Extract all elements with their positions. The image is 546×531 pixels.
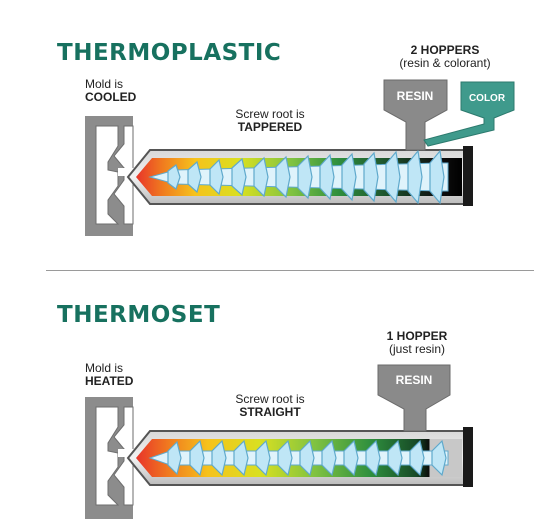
mold-icon	[85, 116, 134, 236]
section-divider	[46, 270, 534, 271]
hopper-label-line2: (just resin)	[388, 342, 445, 356]
screw-icon	[148, 149, 449, 205]
thermoplastic-diagram: RESIN COLOR	[85, 79, 515, 236]
thermoset-hopper-label: 1 HOPPER (just resin)	[362, 330, 472, 356]
screw-label-line1: Screw root is	[235, 107, 305, 121]
thermoplastic-title: THERMOPLASTIC	[57, 40, 282, 66]
thermoset-mold-label: Mold is HEATED	[85, 362, 133, 388]
hopper-label-line1: 1 HOPPER	[386, 329, 448, 343]
color-hopper-label: COLOR	[469, 93, 506, 104]
thermoplastic-mold-label: Mold is COOLED	[85, 78, 136, 104]
screw-label-line2: STRAIGHT	[239, 405, 301, 419]
barrel-end-cap	[463, 427, 473, 487]
hopper-label-line1: 2 HOPPERS	[410, 43, 480, 57]
mold-label-line2: COOLED	[85, 90, 137, 104]
resin-hopper-label: RESIN	[396, 373, 433, 387]
screw-icon	[148, 439, 449, 477]
resin-hopper-icon: RESIN	[377, 364, 451, 432]
mold-icon	[85, 397, 134, 519]
screw-label-line2: TAPPERED	[237, 120, 303, 134]
mold-label-line1: Mold is	[85, 361, 124, 375]
hopper-label-line2: (resin & colorant)	[399, 56, 491, 70]
mold-label-line1: Mold is	[85, 77, 124, 91]
resin-hopper-label: RESIN	[397, 89, 434, 103]
color-hopper-icon: COLOR	[423, 81, 515, 147]
thermoset-diagram: RESIN	[85, 364, 473, 519]
thermoplastic-hopper-label: 2 HOPPERS (resin & colorant)	[380, 44, 510, 70]
thermoplastic-screw-label: Screw root is TAPPERED	[222, 108, 318, 134]
thermoset-title: THERMOSET	[57, 302, 221, 328]
thermoset-screw-label: Screw root is STRAIGHT	[222, 393, 318, 419]
resin-hopper-icon: RESIN	[383, 79, 448, 151]
screw-label-line1: Screw root is	[235, 392, 305, 406]
mold-label-line2: HEATED	[85, 374, 134, 388]
barrel-end-cap	[463, 146, 473, 206]
